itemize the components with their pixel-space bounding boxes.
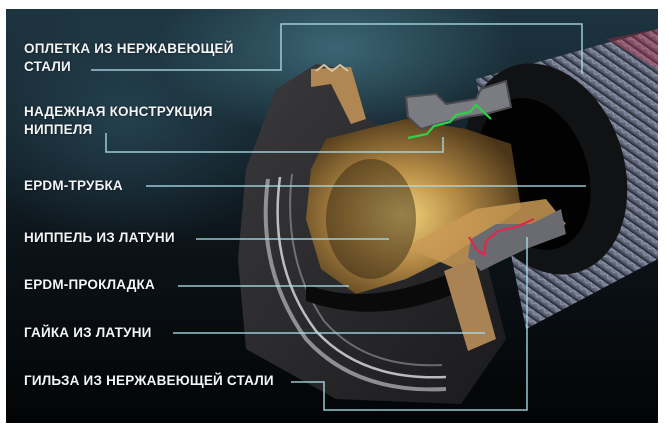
label-brass-nipple: НИППЕЛЬ ИЗ ЛАТУНИ [24, 230, 175, 245]
label-nipple-design-line2: НИППЕЛЯ [24, 122, 93, 137]
label-braid: ОПЛЕТКА ИЗ НЕРЖАВЕЮЩЕЙ СТАЛИ [24, 40, 234, 76]
label-nipple-design: НАДЕЖНАЯ КОНСТРУКЦИЯ НИППЕЛЯ [24, 103, 213, 139]
label-braid-line1: ОПЛЕТКА ИЗ НЕРЖАВЕЮЩЕЙ [24, 41, 234, 56]
diagram-frame: ОПЛЕТКА ИЗ НЕРЖАВЕЮЩЕЙ СТАЛИ НАДЕЖНАЯ КО… [6, 9, 658, 423]
nipple-profile-highlight [407, 103, 492, 140]
label-brass-nut: ГАЙКА ИЗ ЛАТУНИ [24, 325, 152, 340]
label-epdm-tube: EPDM-ТРУБКА [24, 178, 123, 193]
steel-sleeve-top [404, 79, 513, 131]
label-nipple-design-line1: НАДЕЖНАЯ КОНСТРУКЦИЯ [24, 104, 213, 119]
label-steel-sleeve: ГИЛЬЗА ИЗ НЕРЖАВЕЮЩЕЙ СТАЛИ [24, 373, 274, 388]
label-braid-line2: СТАЛИ [24, 59, 71, 74]
label-epdm-gasket: EPDM-ПРОКЛАДКА [24, 277, 155, 292]
nut-thread-top [311, 67, 366, 124]
